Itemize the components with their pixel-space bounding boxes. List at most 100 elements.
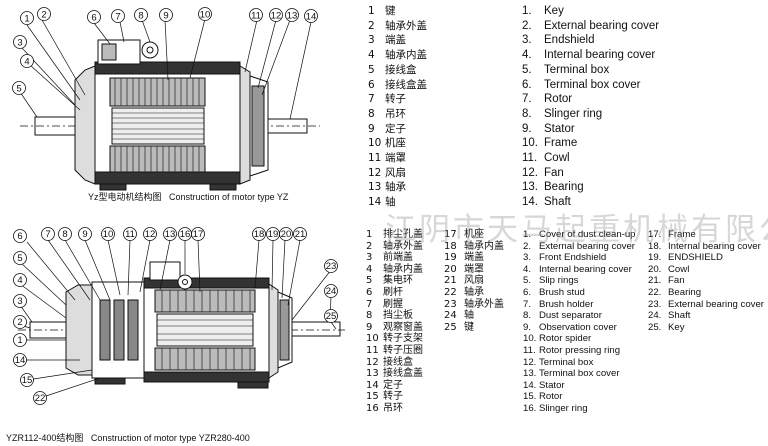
- yz-caption-zh: Yz型电动机结构图: [88, 192, 162, 202]
- yzr-callout: 16: [180, 229, 191, 240]
- legend-item: 3.Endshield: [522, 34, 595, 47]
- yz-callout: 12: [271, 11, 282, 22]
- legend-item: 4.Internal bearing cover: [522, 49, 656, 62]
- yzr-callout: 10: [103, 229, 114, 240]
- yzr-callout: 17: [193, 229, 204, 240]
- legend-item: 13.Terminal box cover: [523, 368, 620, 380]
- legend-item: 5.Terminal box: [522, 63, 610, 76]
- yz-rotor: [111, 107, 205, 145]
- yz-motor-drawing: [19, 18, 320, 191]
- legend-item: 2.External bearing cover: [523, 240, 635, 252]
- yz-callout: 5: [16, 84, 21, 95]
- legend-item: 6.Terminal box cover: [522, 78, 641, 91]
- yz-caption: Yz型电动机结构图 Construction of motor type YZ: [88, 190, 288, 203]
- legend-item: 17.Frame: [648, 229, 696, 240]
- legend-item: 24.Shaft: [648, 310, 691, 322]
- legend-item: 9.Stator: [522, 122, 575, 135]
- yz-callout: 14: [306, 12, 317, 23]
- yz-callout: 11: [251, 11, 261, 22]
- yzr-legend-en-a: 1.Cover of dust clean-up 2.External bear…: [523, 229, 636, 415]
- yzr-motor-drawing: [18, 239, 345, 399]
- yz-callout: 3: [17, 38, 22, 49]
- yzr-caption-zh: YZR112-400结构图: [6, 433, 84, 443]
- yzr-callout: 2: [17, 317, 22, 328]
- yz-callout: 1: [24, 14, 29, 25]
- yzr-callout: 15: [22, 375, 33, 386]
- yz-callout: 10: [200, 10, 211, 21]
- yzr-callout: 21: [295, 229, 306, 240]
- legend-item: 11.Cowl: [522, 152, 570, 165]
- yzr-callout: 6: [17, 231, 22, 242]
- legend-item: 15.Rotor: [523, 391, 563, 403]
- legend-item: 1.Key: [522, 5, 564, 17]
- yz-callout: 6: [91, 13, 96, 24]
- yzr-callout: 8: [62, 229, 67, 240]
- legend-item: 6.Brush stud: [523, 286, 585, 298]
- yz-callout: 13: [287, 11, 298, 22]
- yzr-callout: 20: [281, 229, 292, 240]
- yz-legend-en: 1.Key 2.External bearing cover 3.Endshie…: [522, 4, 659, 210]
- legend-item: 7.Brush holder: [523, 298, 594, 310]
- yzr-terminal-box: [149, 261, 181, 281]
- yzr-legend-en-b: 17.Frame 18.Internal bearing cover 19.EN…: [648, 229, 764, 333]
- yzr-callout: 19: [268, 229, 279, 240]
- yz-callout: 7: [115, 12, 120, 23]
- legend-item: 3.Front Endshield: [523, 252, 607, 264]
- yzr-callout: 25: [326, 311, 337, 322]
- yzr-caption: YZR112-400结构图 Construction of motor type…: [6, 431, 250, 444]
- yz-callouts: [12, 7, 318, 95]
- legend-item: 20.Cowl: [648, 263, 690, 275]
- legend-item: 19.ENDSHIELD: [648, 252, 723, 264]
- legend-item: 4.Internal bearing cover: [523, 263, 632, 275]
- yzr-fan: [279, 299, 290, 361]
- yzr-caption-en: Construction of motor type YZR280-400: [90, 433, 250, 443]
- yzr-callouts: [13, 227, 338, 405]
- yzr-callout: 24: [326, 286, 337, 297]
- yz-fan: [251, 85, 265, 167]
- legend-item: 8.Dust separator: [523, 310, 602, 322]
- yzr-callout: 23: [326, 261, 337, 272]
- yzr-callout: 14: [15, 355, 26, 366]
- legend-item: 10.Frame: [522, 137, 578, 150]
- yzr-callout: 13: [165, 229, 176, 240]
- legend-item: 7.Rotor: [522, 93, 573, 106]
- yzr-callout: 12: [145, 229, 156, 240]
- yzr-slip-rings: [99, 299, 111, 361]
- company-watermark: 江阴市天马起重机械有限公司: [385, 212, 768, 248]
- legend-item: 21.Fan: [648, 275, 685, 287]
